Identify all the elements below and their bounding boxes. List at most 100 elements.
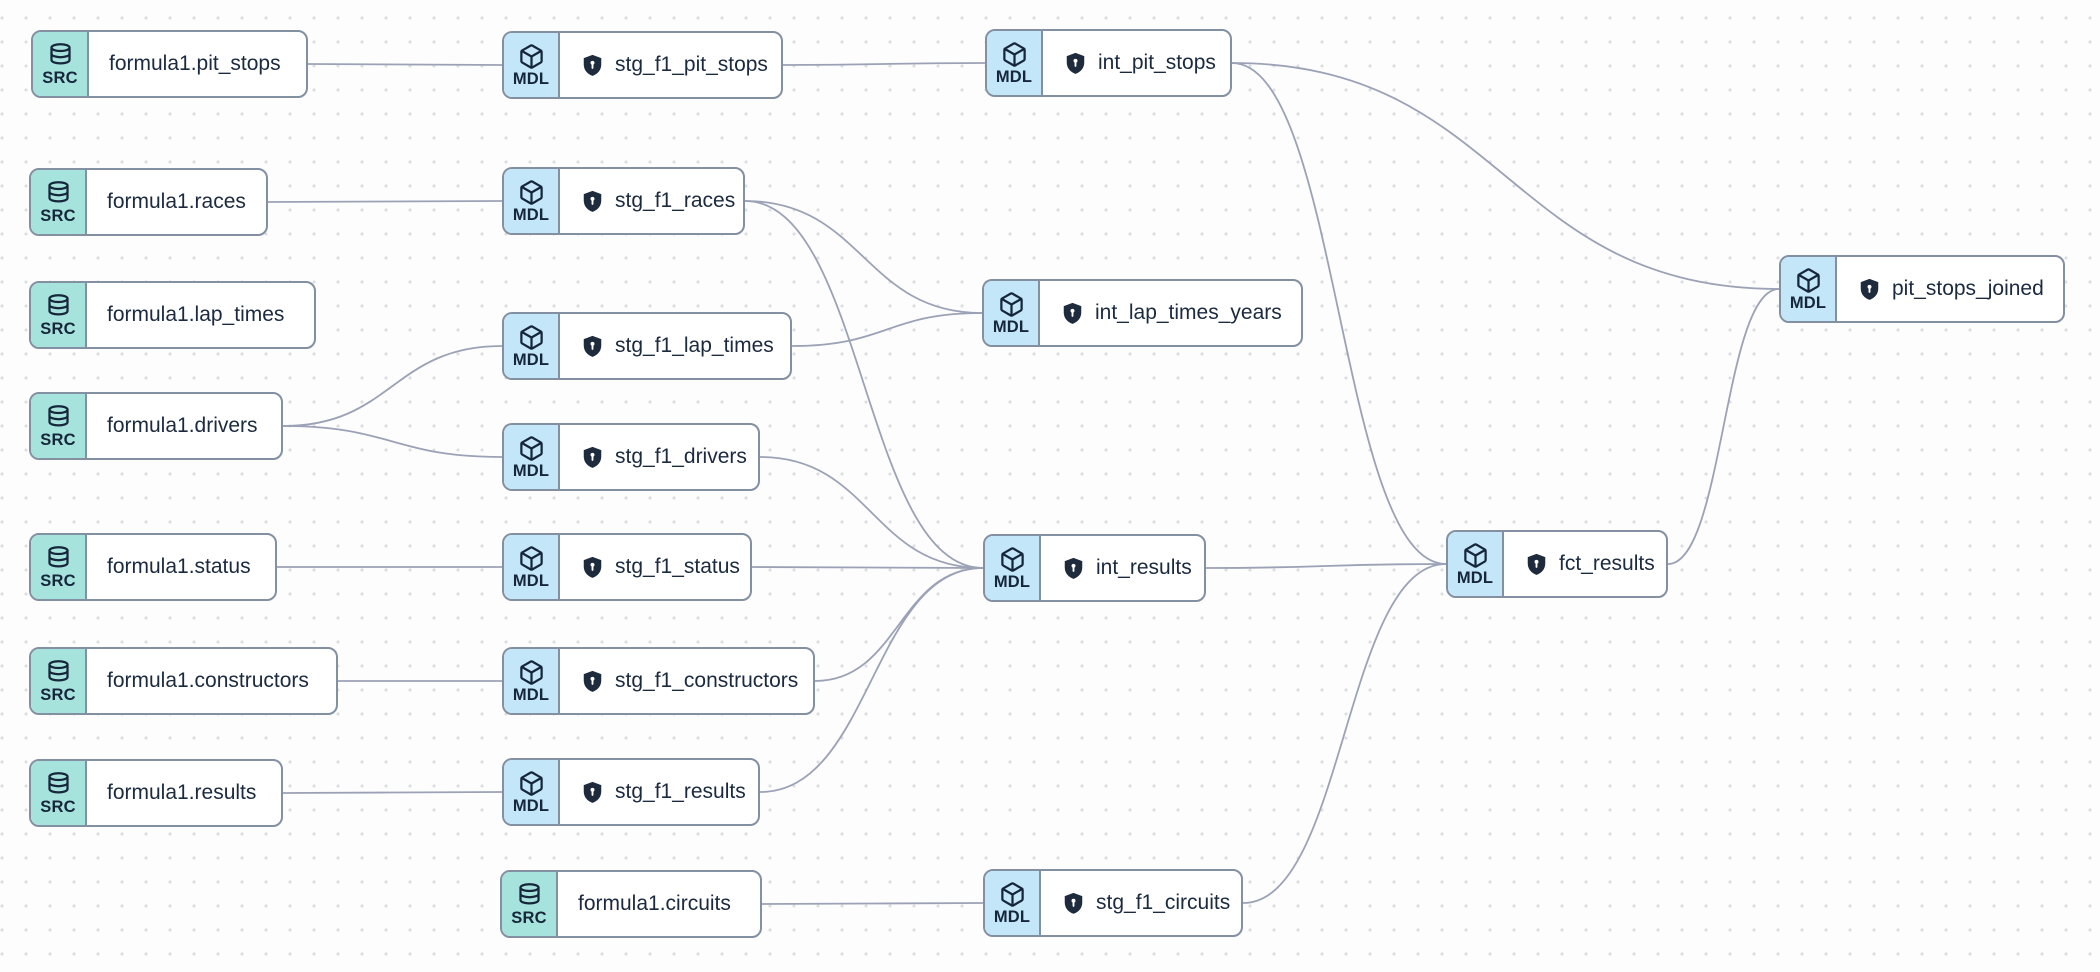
node-label: stg_f1_circuits (1096, 891, 1231, 914)
node-badge: SRC (31, 170, 87, 234)
edge-src_circuits-to-stg_circuits (761, 902, 984, 905)
cube-icon (1000, 547, 1024, 572)
database-icon (47, 293, 69, 316)
edge-stg_drivers-to-int_results (759, 456, 984, 569)
graph-node-int_lap_times_years[interactable]: MDL int_lap_times_years (982, 279, 1303, 347)
edge-fct_results-to-pit_stops_joined (1667, 288, 1780, 565)
node-badge-label: MDL (1789, 293, 1827, 312)
graph-node-src_constructors[interactable]: SRC formula1.constructors (29, 647, 338, 715)
edge-src_drivers-to-stg_drivers (282, 425, 503, 458)
database-icon (47, 404, 69, 427)
database-icon (47, 771, 69, 794)
database-icon (49, 42, 71, 65)
cube-icon (519, 180, 543, 205)
node-badge: SRC (31, 649, 87, 713)
node-badge: SRC (31, 761, 87, 825)
cube-icon (519, 44, 543, 69)
shield-icon (580, 780, 605, 805)
node-badge-label: SRC (40, 319, 76, 338)
node-body: formula1.drivers (87, 394, 281, 458)
node-body: formula1.status (87, 535, 275, 599)
graph-node-int_pit_stops[interactable]: MDL int_pit_stops (985, 29, 1232, 97)
node-body: stg_f1_status (560, 535, 750, 599)
edge-int_results-to-fct_results (1205, 563, 1447, 569)
node-label: stg_f1_lap_times (615, 334, 774, 357)
graph-node-src_races[interactable]: SRC formula1.races (29, 168, 268, 236)
graph-node-int_results[interactable]: MDL int_results (983, 534, 1206, 602)
node-body: stg_f1_results (560, 760, 758, 824)
node-body: stg_f1_pit_stops (560, 33, 781, 97)
database-icon (47, 545, 69, 568)
edge-src_races-to-stg_races (267, 200, 503, 203)
cube-icon (999, 292, 1023, 317)
edge-src_drivers-to-stg_lap_times (282, 345, 503, 427)
node-label: int_pit_stops (1098, 51, 1216, 74)
node-badge: SRC (33, 32, 89, 96)
node-badge-label: SRC (40, 571, 76, 590)
graph-node-stg_lap_times[interactable]: MDL stg_f1_lap_times (502, 312, 792, 380)
graph-node-src_status[interactable]: SRC formula1.status (29, 533, 277, 601)
node-body: formula1.pit_stops (89, 32, 306, 96)
node-label: stg_f1_results (615, 780, 746, 803)
edge-src_results-to-stg_results (282, 791, 503, 794)
node-badge-label: MDL (512, 69, 550, 88)
node-badge-label: MDL (512, 571, 550, 590)
node-badge: SRC (502, 872, 558, 936)
graph-node-fct_results[interactable]: MDL fct_results (1446, 530, 1668, 598)
graph-node-src_results[interactable]: SRC formula1.results (29, 759, 283, 827)
edge-stg_lap_times-to-int_lap_times_years (791, 312, 983, 347)
node-body: int_pit_stops (1043, 31, 1230, 95)
node-body: formula1.races (87, 170, 266, 234)
node-badge: SRC (31, 283, 87, 347)
node-badge: MDL (504, 33, 560, 97)
node-body: stg_f1_constructors (560, 649, 813, 713)
node-body: stg_f1_races (560, 169, 743, 233)
node-label: fct_results (1559, 552, 1655, 575)
graph-node-stg_drivers[interactable]: MDL stg_f1_drivers (502, 423, 760, 491)
edge-stg_pit_stops-to-int_pit_stops (782, 62, 986, 66)
shield-icon (1061, 891, 1086, 916)
graph-node-src_pit_stops[interactable]: SRC formula1.pit_stops (31, 30, 308, 98)
node-badge-label: MDL (512, 350, 550, 369)
graph-node-src_lap_times[interactable]: SRC formula1.lap_times (29, 281, 316, 349)
graph-node-stg_pit_stops[interactable]: MDL stg_f1_pit_stops (502, 31, 783, 99)
graph-node-stg_races[interactable]: MDL stg_f1_races (502, 167, 745, 235)
node-badge: MDL (987, 31, 1043, 95)
graph-node-stg_status[interactable]: MDL stg_f1_status (502, 533, 752, 601)
node-badge-label: MDL (993, 572, 1031, 591)
node-label: int_lap_times_years (1095, 301, 1282, 324)
node-label: formula1.races (107, 190, 246, 213)
node-badge: MDL (504, 760, 560, 824)
edge-int_pit_stops-to-fct_results (1231, 62, 1447, 565)
node-badge-label: SRC (40, 685, 76, 704)
graph-node-stg_constructors[interactable]: MDL stg_f1_constructors (502, 647, 815, 715)
node-label: formula1.drivers (107, 414, 258, 437)
node-label: stg_f1_pit_stops (615, 53, 768, 76)
node-body: formula1.lap_times (87, 283, 314, 347)
shield-icon (580, 445, 605, 470)
graph-node-pit_stops_joined[interactable]: MDL pit_stops_joined (1779, 255, 2065, 323)
node-body: stg_f1_circuits (1041, 871, 1241, 935)
node-label: pit_stops_joined (1892, 277, 2044, 300)
cube-icon (1796, 268, 1820, 293)
node-badge-label: MDL (995, 67, 1033, 86)
graph-node-stg_results[interactable]: MDL stg_f1_results (502, 758, 760, 826)
node-badge-label: MDL (993, 907, 1031, 926)
node-label: formula1.circuits (578, 892, 731, 915)
node-label: formula1.constructors (107, 669, 309, 692)
node-body: formula1.circuits (558, 872, 760, 936)
edge-stg_races-to-int_lap_times_years (744, 200, 983, 314)
graph-node-src_drivers[interactable]: SRC formula1.drivers (29, 392, 283, 460)
node-body: fct_results (1504, 532, 1666, 596)
graph-node-src_circuits[interactable]: SRC formula1.circuits (500, 870, 762, 938)
node-body: stg_f1_lap_times (560, 314, 790, 378)
edge-stg_constructors-to-int_results (814, 567, 984, 682)
node-badge: MDL (1781, 257, 1837, 321)
graph-node-stg_circuits[interactable]: MDL stg_f1_circuits (983, 869, 1243, 937)
node-badge-label: MDL (512, 205, 550, 224)
node-label: formula1.pit_stops (109, 52, 281, 75)
node-badge: MDL (504, 649, 560, 713)
node-label: stg_f1_constructors (615, 669, 799, 692)
